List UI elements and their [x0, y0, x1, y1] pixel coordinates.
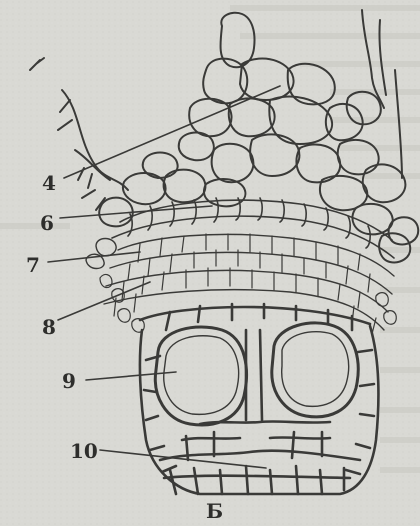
- panel-label: Б: [206, 499, 223, 523]
- callout-label-7: 7: [26, 253, 40, 277]
- callout-label-6: 6: [40, 211, 54, 235]
- callout-label-10: 10: [70, 439, 98, 463]
- callout-label-8: 8: [42, 315, 56, 339]
- callout-label-9: 9: [62, 369, 76, 393]
- callout-label-4: 4: [42, 171, 56, 195]
